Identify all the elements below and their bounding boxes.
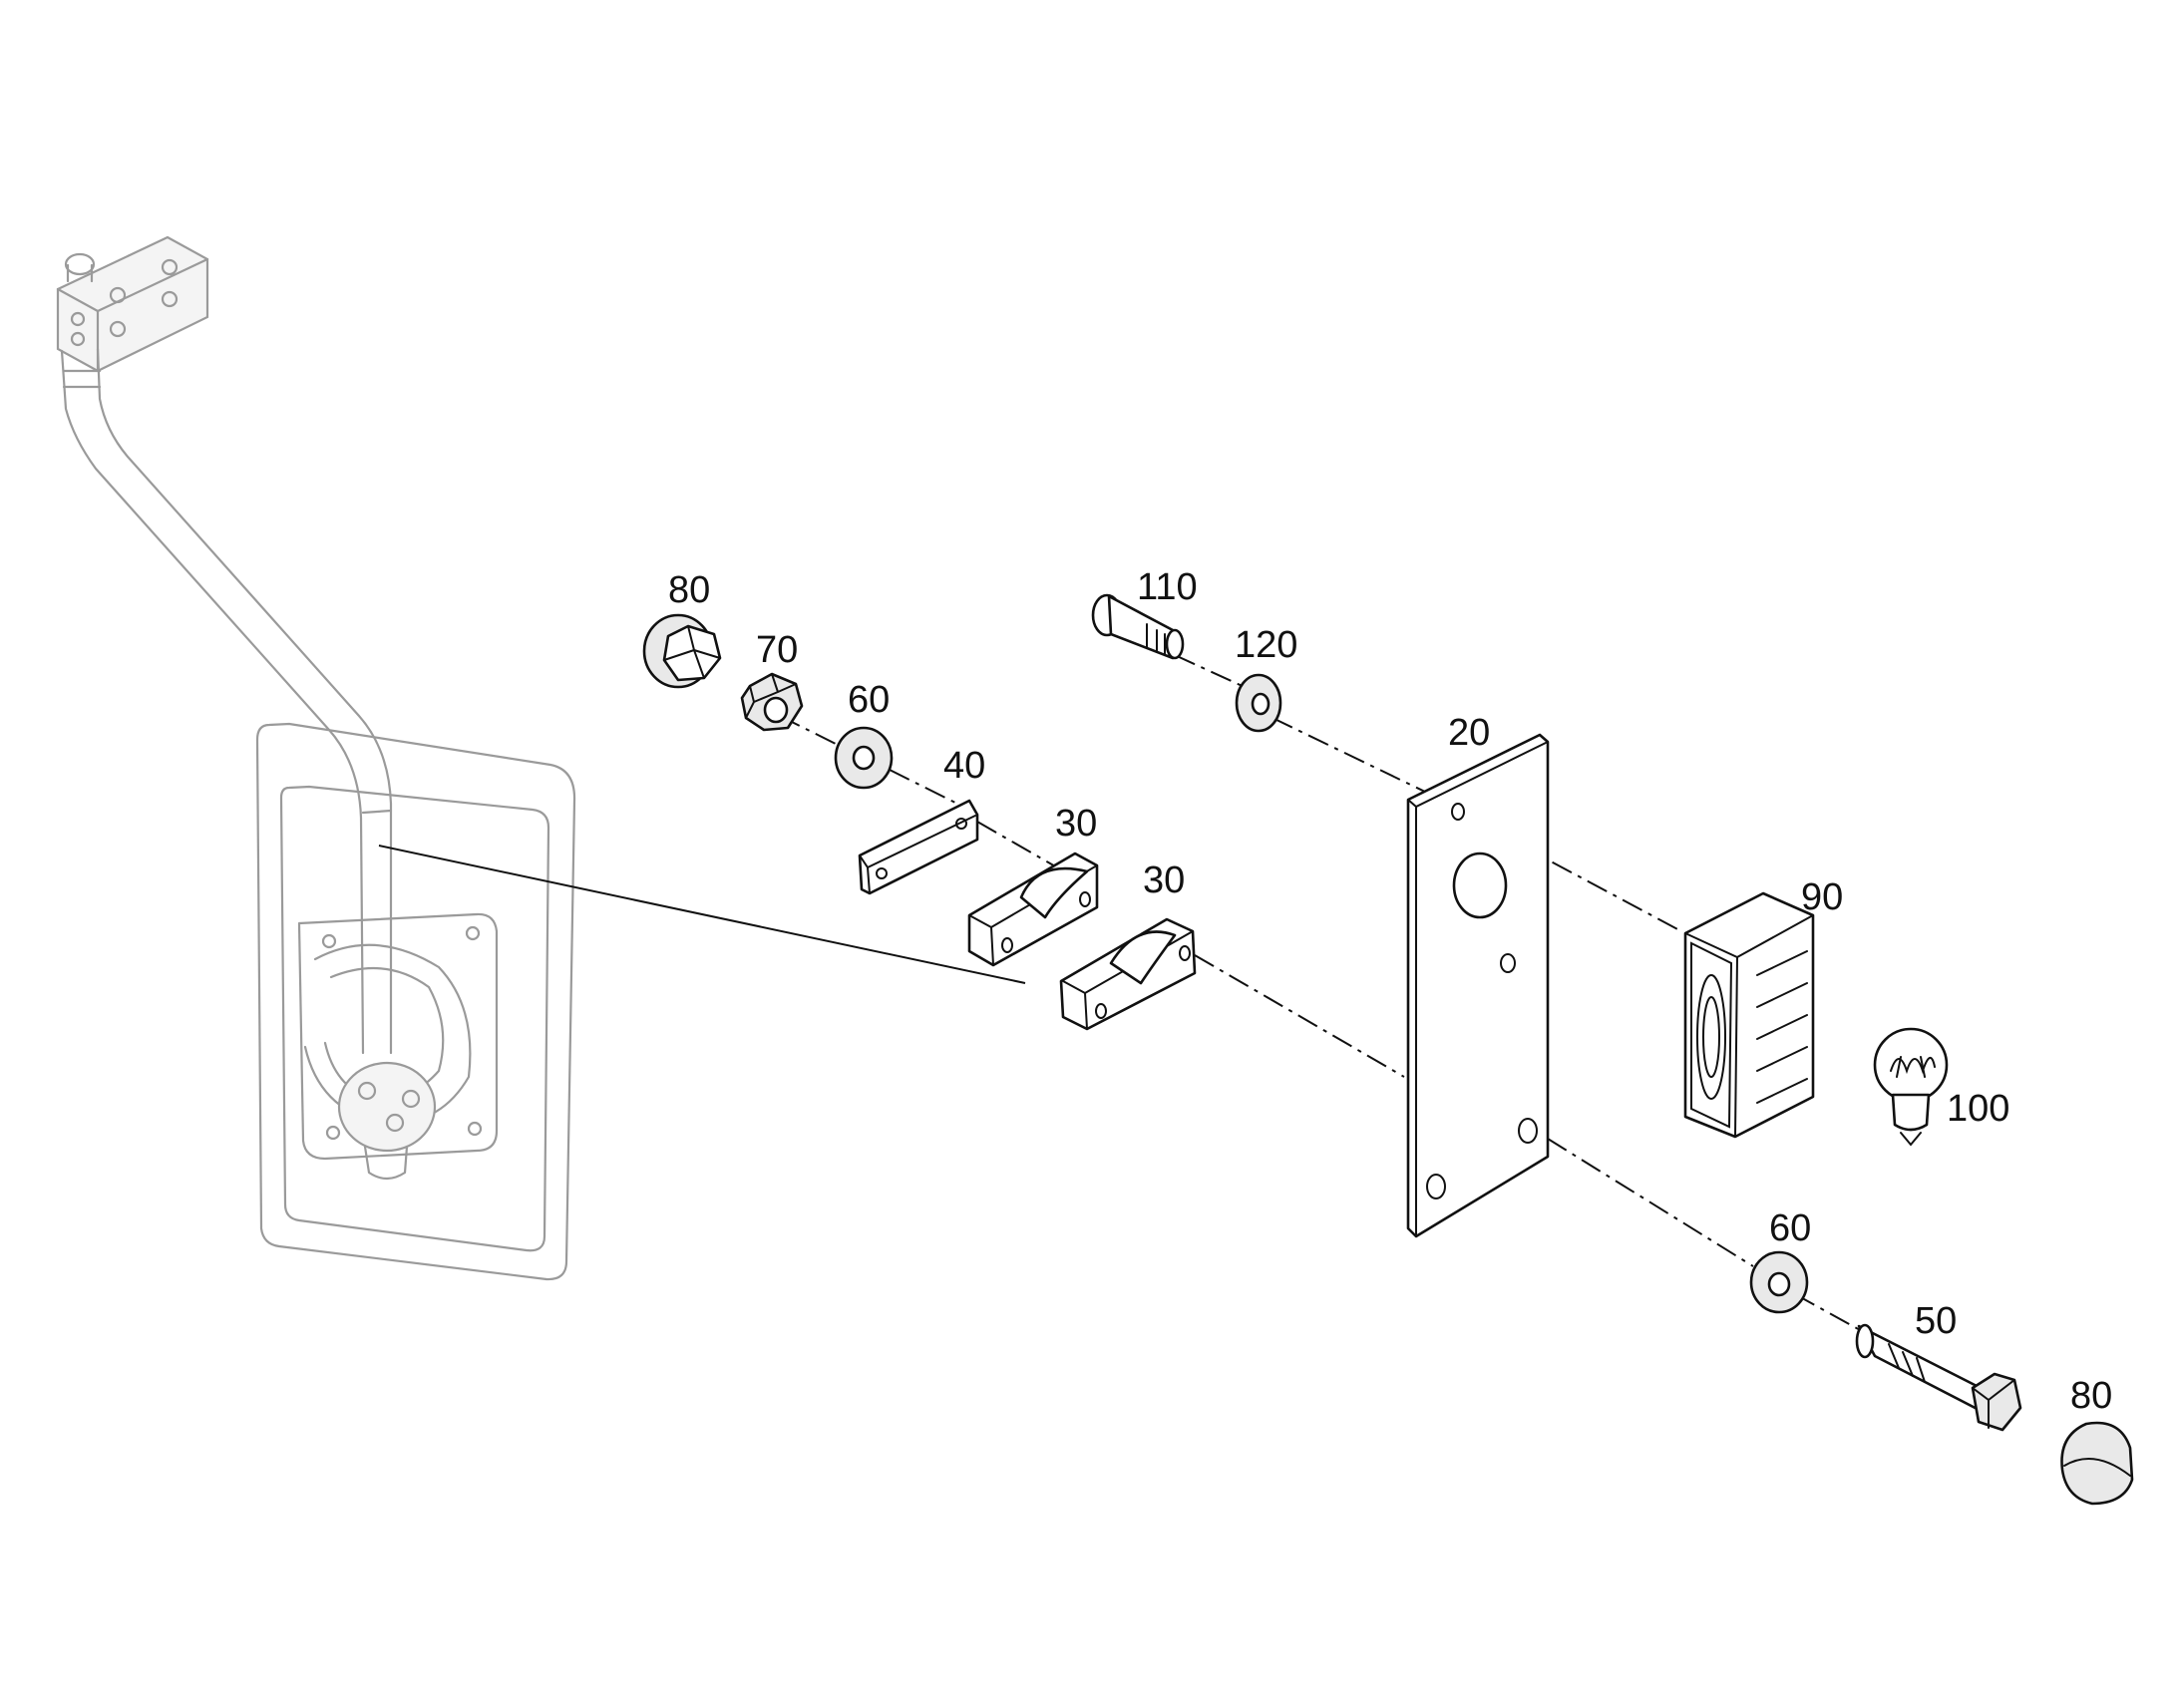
clamp-b	[1059, 917, 1197, 1031]
callout-strap: 40	[943, 745, 985, 787]
strap	[858, 799, 979, 895]
cap-upper	[642, 613, 722, 689]
screw	[1091, 593, 1185, 660]
cap-lower	[2060, 1421, 2134, 1506]
callout-clamp-b: 30	[1143, 859, 1185, 901]
mirror-mount-block	[56, 235, 209, 373]
lock-washer	[1235, 673, 1282, 733]
washer-lower	[1749, 1250, 1809, 1314]
callout-labels: 20 30 30 40 50 60 60 70 80 80 90 100 110…	[668, 566, 2112, 1417]
callout-lock-washer: 120	[1235, 624, 1297, 666]
callout-cap-lower: 80	[2070, 1375, 2112, 1417]
mirror-arm	[60, 347, 393, 1055]
bulb	[1873, 1027, 1949, 1147]
nut	[740, 672, 804, 732]
callout-washer-upper: 60	[848, 679, 890, 721]
mirror-assembly	[56, 235, 576, 1281]
washer-upper	[834, 726, 894, 790]
callout-clamp-a: 30	[1055, 803, 1097, 845]
mirror-head	[255, 722, 576, 1281]
callout-screw: 110	[1137, 566, 1198, 608]
callout-lamp-housing: 90	[1801, 876, 1843, 918]
callout-nut: 70	[756, 629, 798, 671]
leader-line	[378, 845, 1026, 984]
callout-bolt: 50	[1915, 1300, 1957, 1342]
callout-plate: 20	[1448, 712, 1490, 754]
clamp-a	[967, 852, 1099, 967]
callout-cap-upper: 80	[668, 569, 710, 611]
callout-washer-lower: 60	[1769, 1207, 1811, 1249]
lamp-housing	[1683, 891, 1815, 1139]
callout-bulb: 100	[1947, 1088, 2009, 1130]
bolt	[1855, 1323, 2022, 1432]
mounting-plate	[1406, 733, 1550, 1238]
